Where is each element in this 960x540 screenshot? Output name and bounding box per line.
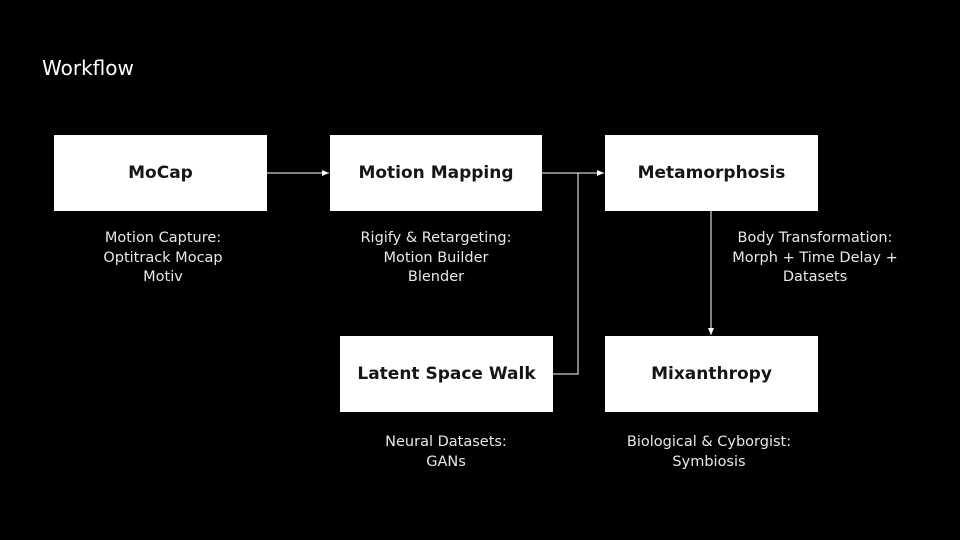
node-motion-mapping: Motion Mapping bbox=[330, 135, 542, 211]
caption-line: Neural Datasets: bbox=[385, 434, 507, 450]
node-mixanthropy: Mixanthropy bbox=[605, 336, 818, 412]
caption-motion-mapping: Rigify & Retargeting: Motion Builder Ble… bbox=[326, 229, 546, 288]
caption-mixanthropy: Biological & Cyborgist: Symbiosis bbox=[596, 433, 822, 472]
caption-line: Morph + Time Delay + bbox=[732, 249, 898, 266]
caption-mocap: Motion Capture: Optitrack Mocap Motiv bbox=[54, 229, 272, 288]
node-mixanthropy-label: Mixanthropy bbox=[651, 364, 772, 384]
caption-line: Rigify & Retargeting: bbox=[360, 230, 512, 246]
caption-latent-space-walk: Neural Datasets: GANs bbox=[336, 433, 556, 472]
caption-line: Blender bbox=[407, 269, 465, 285]
node-latent-space-walk-label: Latent Space Walk bbox=[357, 364, 536, 384]
node-mocap-label: MoCap bbox=[128, 163, 193, 183]
caption-line: Body Transformation: bbox=[737, 230, 893, 246]
caption-line: Symbiosis bbox=[672, 453, 746, 470]
caption-line: Motiv bbox=[143, 269, 183, 285]
node-latent-space-walk: Latent Space Walk bbox=[340, 336, 553, 412]
node-mocap: MoCap bbox=[54, 135, 267, 211]
caption-line: Motion Builder bbox=[383, 249, 489, 266]
node-metamorphosis: Metamorphosis bbox=[605, 135, 818, 211]
caption-line: Motion Capture: bbox=[104, 230, 222, 246]
caption-line: Datasets bbox=[782, 269, 848, 285]
caption-line: GANs bbox=[426, 453, 466, 470]
slide-title: Workflow bbox=[42, 56, 134, 80]
edge-latent-space-walk-to-metamorphosis bbox=[553, 173, 579, 375]
node-metamorphosis-label: Metamorphosis bbox=[637, 163, 786, 183]
caption-line: Biological & Cyborgist: bbox=[626, 434, 792, 450]
node-motion-mapping-label: Motion Mapping bbox=[358, 163, 514, 183]
caption-metamorphosis: Body Transformation: Morph + Time Delay … bbox=[700, 229, 930, 288]
caption-line: Optitrack Mocap bbox=[103, 249, 223, 266]
